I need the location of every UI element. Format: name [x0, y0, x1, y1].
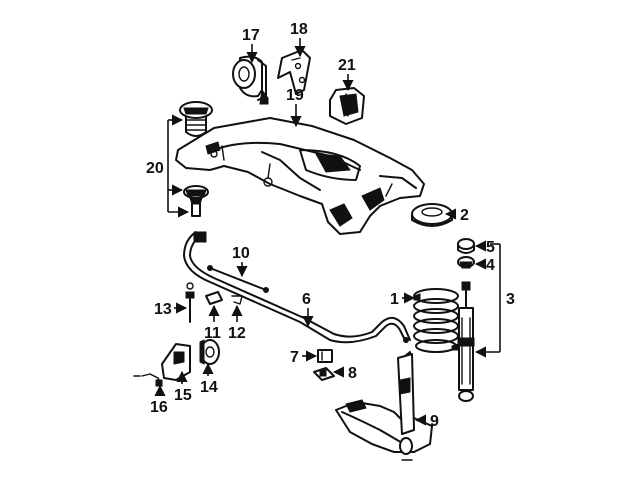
part-21-mount: [329, 87, 365, 125]
part-2-spring-seat: [411, 203, 453, 227]
callout-10: 10: [232, 245, 250, 262]
part-3-shock-absorber: [457, 281, 475, 402]
callout-5: 5: [486, 239, 495, 256]
part-13-bolt: [185, 282, 195, 323]
callout-1: 1: [390, 291, 399, 308]
callout-9: 9: [430, 413, 439, 430]
part-16-sensor: [133, 373, 163, 387]
part-5-cap: [457, 238, 475, 254]
part-15-bracket: [161, 343, 191, 381]
part-7-bushing: [317, 349, 333, 363]
callout-labels: 17 18 21 19 20 2 10 5 4 3 1 6 13 11 12 7…: [146, 21, 515, 430]
part-9-control-arm: [335, 351, 433, 461]
part-14-hub: [199, 339, 220, 365]
part-1-coil-spring: [413, 288, 459, 353]
part-12-clip: [231, 295, 243, 305]
part-6-stabilizer-bar: [183, 231, 411, 344]
callout-11: 11: [204, 325, 221, 342]
leader-lines: [154, 38, 501, 426]
callout-12: 12: [228, 325, 246, 342]
callout-4: 4: [486, 257, 495, 274]
callout-8: 8: [348, 365, 357, 382]
callout-18: 18: [290, 21, 308, 38]
callout-6: 6: [302, 291, 311, 308]
part-8-bracket: [313, 367, 335, 381]
callout-13: 13: [154, 301, 172, 318]
callout-7: 7: [290, 349, 299, 366]
callout-19: 19: [286, 87, 304, 104]
part-11-bushing: [205, 291, 223, 305]
part-17-mount-bushing: [232, 55, 269, 105]
callout-20: 20: [146, 160, 164, 177]
callout-17: 17: [242, 27, 260, 44]
part-19-subframe: [175, 117, 425, 235]
callout-14: 14: [200, 379, 218, 396]
part-4-bushing: [457, 256, 475, 269]
part-10-link-rod: [207, 265, 269, 293]
callout-2: 2: [460, 207, 469, 224]
callout-16: 16: [150, 399, 168, 416]
callout-21: 21: [338, 57, 356, 74]
callout-3: 3: [506, 291, 515, 308]
callout-15: 15: [174, 387, 192, 404]
